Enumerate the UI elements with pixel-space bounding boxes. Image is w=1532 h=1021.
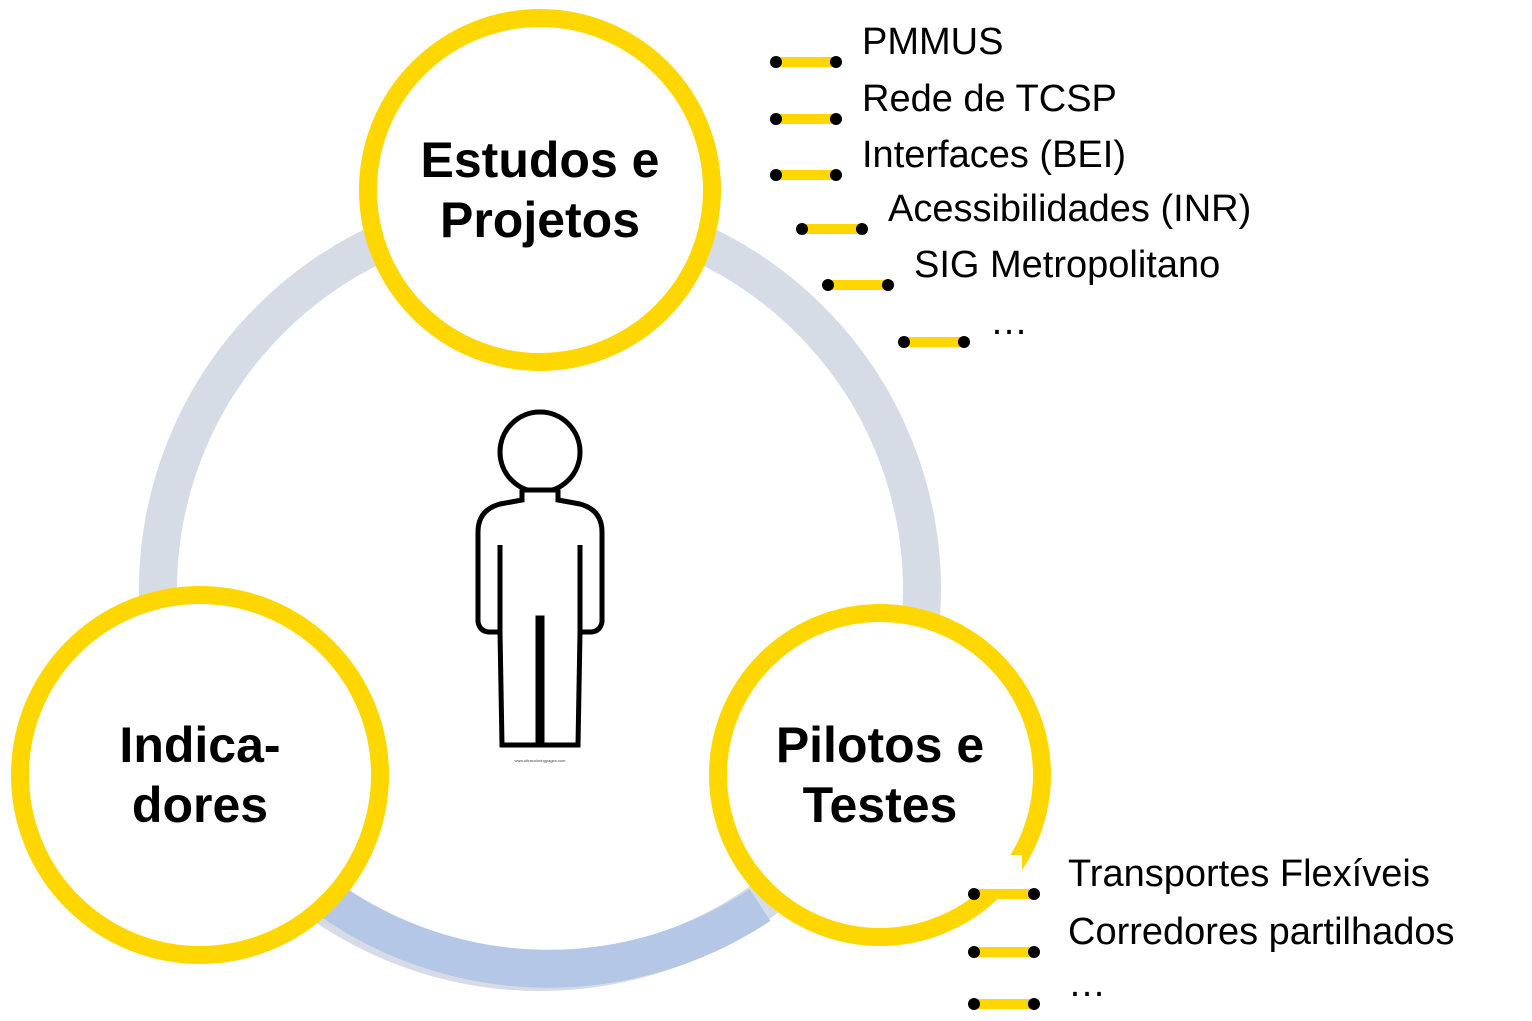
- indicators-node-line2: dores: [131, 777, 269, 833]
- connector-bullet-icon: [770, 148, 842, 181]
- indicators-node-label: Indica- dores: [50, 715, 350, 835]
- pilots-node-line2: Testes: [802, 777, 958, 833]
- pilots-list-item-label: Corredores partilhados: [1068, 911, 1455, 953]
- cycle-ring-bottom-arc: [319, 884, 771, 988]
- studies-list-item-label: Acessibilidades (INR): [888, 188, 1252, 230]
- studies-list-item-label: …: [990, 301, 1028, 343]
- connector-bullet-icon: [898, 315, 970, 348]
- studies-node-line2: Projetos: [439, 192, 641, 248]
- pilots-list-item-label: …: [1068, 963, 1106, 1005]
- person-icon: [475, 409, 605, 748]
- studies-node-line1: Estudos e: [420, 132, 660, 188]
- pilots-node-label: Pilotos e Testes: [730, 715, 1030, 835]
- studies-list-item-label: Rede de TCSP: [862, 78, 1117, 120]
- person-icon-caption: www.ultracoloringpages.com: [515, 758, 567, 763]
- connector-bullet-icon: [968, 977, 1040, 1010]
- studies-list-item-label: PMMUS: [862, 21, 1004, 63]
- studies-node-circle: [359, 9, 721, 371]
- connector-bullet-icon: [968, 867, 1040, 900]
- studies-list-item-label: Interfaces (BEI): [862, 134, 1126, 176]
- connector-bullet-icon: [770, 92, 842, 125]
- indicators-node-circle: [11, 586, 389, 964]
- pilots-node-line1: Pilotos e: [775, 717, 985, 773]
- pilots-list-item-label: Transportes Flexíveis: [1068, 853, 1430, 895]
- connector-bullet-icon: [968, 925, 1040, 958]
- indicators-node-line1: Indica-: [119, 717, 281, 773]
- studies-list-item-label: SIG Metropolitano: [914, 244, 1221, 286]
- connector-bullet-icon: [822, 258, 894, 291]
- connector-bullet-icon: [770, 35, 842, 68]
- studies-node-label: Estudos e Projetos: [390, 130, 690, 250]
- overlap-mask: [952, 855, 1022, 895]
- connector-bullet-icon: [796, 202, 868, 235]
